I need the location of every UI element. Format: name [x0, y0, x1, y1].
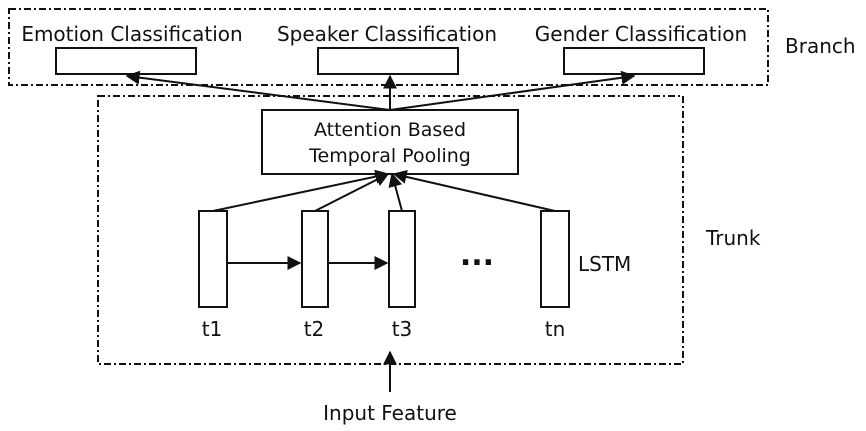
gender-classification-label: Gender Classification: [535, 22, 747, 46]
attention-pooling-line1: Attention Based: [314, 119, 466, 141]
lstm-cell-t2: [301, 210, 329, 308]
lstm-cell-t1: [198, 210, 228, 308]
speaker-classification-label: Speaker Classification: [277, 22, 497, 46]
time-step-label-t3: t3: [392, 317, 413, 341]
trunk-label: Trunk: [705, 226, 761, 250]
emotion-classification-label: Emotion Classification: [21, 22, 242, 46]
lstm-label: LSTM: [578, 252, 631, 276]
time-step-label-t2: t2: [304, 317, 325, 341]
branch-container: [8, 8, 769, 86]
arrow-t1-to-pooling: [212, 169, 390, 212]
arrow-t3-to-pooling: [388, 172, 403, 212]
gender-classification-box: [563, 47, 705, 75]
arrow-t2-to-pooling: [314, 173, 390, 212]
attention-pooling-line2: Temporal Pooling: [308, 145, 471, 167]
arrow-pooling-to-emotion: [125, 70, 391, 111]
branch-label: Branch: [785, 34, 856, 58]
time-step-label-tn: tn: [545, 317, 566, 341]
attention-pooling-box: [261, 109, 519, 175]
lstm-cell-tn: [540, 210, 570, 308]
arrow-tn-to-pooling: [392, 169, 556, 212]
time-step-label-t1: t1: [202, 317, 223, 341]
input-feature-label: Input Feature: [323, 401, 457, 425]
lstm-cell-t3: [388, 210, 416, 308]
emotion-classification-box: [55, 47, 197, 75]
speaker-classification-box: [317, 47, 459, 75]
arrow-pooling-to-gender: [389, 70, 636, 111]
lstm-ellipsis: ...: [460, 238, 494, 273]
